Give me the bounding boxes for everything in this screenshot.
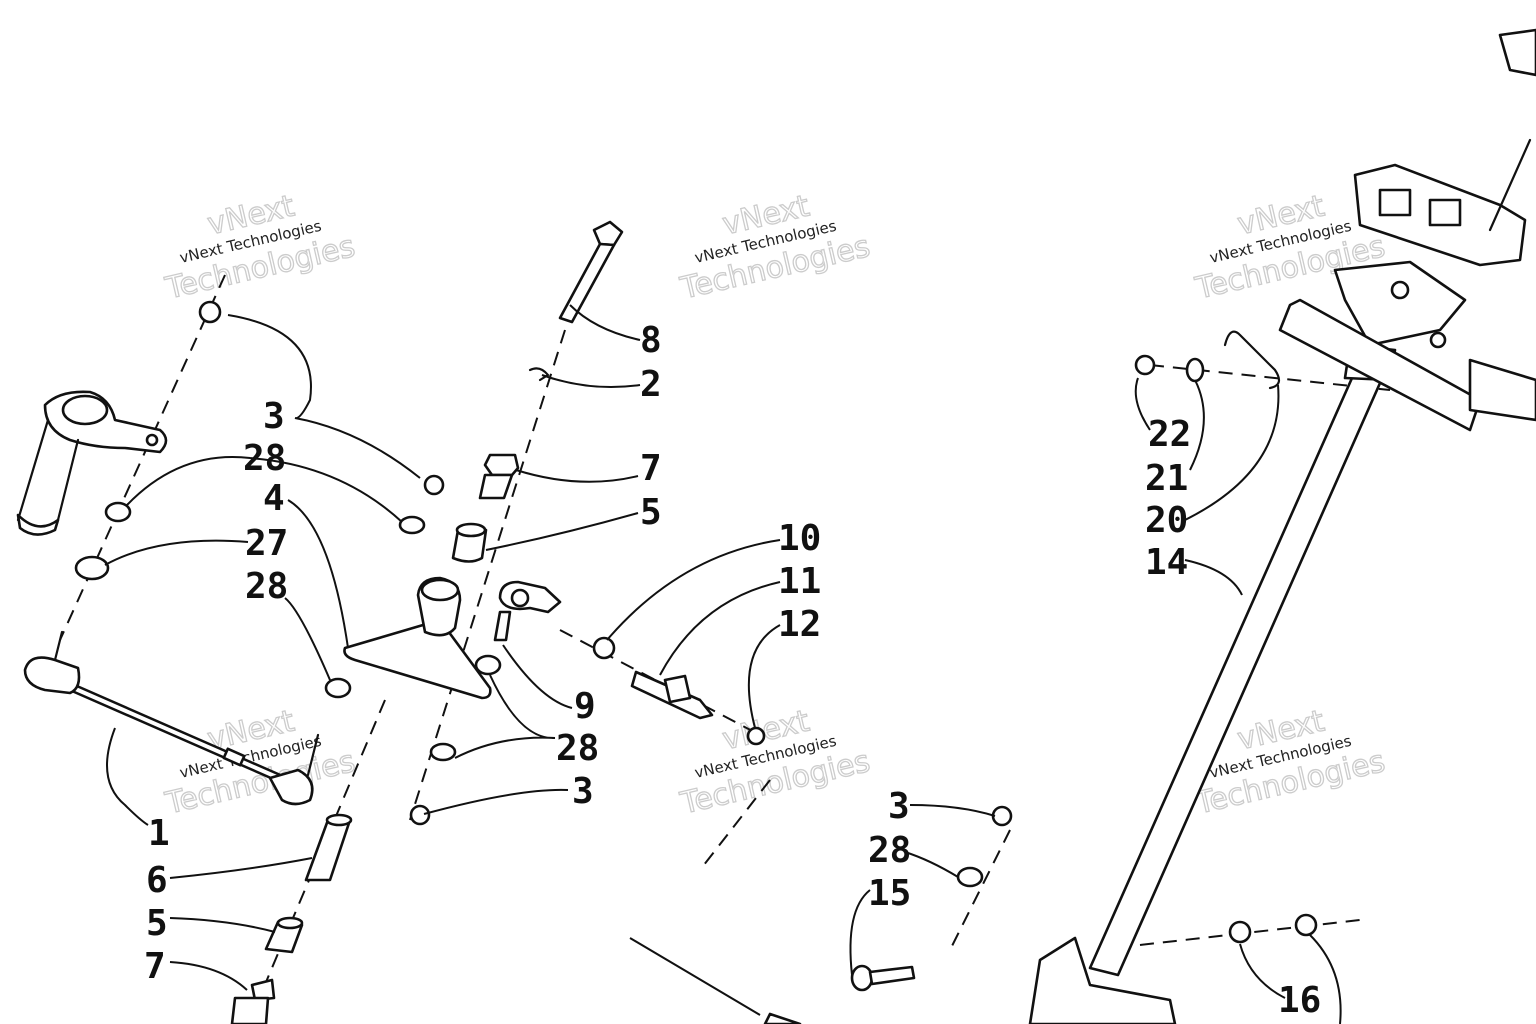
washer: [398, 515, 426, 535]
bracket-edge: [629, 937, 761, 1016]
callout-11: 11: [778, 561, 821, 602]
washer: [324, 677, 352, 699]
callout-22: 22: [1148, 414, 1191, 455]
callout-3: 3: [263, 396, 285, 437]
washer: [104, 501, 132, 523]
washer: [956, 866, 984, 888]
callout-8: 8: [640, 320, 662, 361]
bracket-lower: [763, 1012, 802, 1024]
bolt: [558, 220, 624, 324]
washer: [429, 742, 457, 762]
callout-2: 2: [640, 364, 662, 405]
callout-20: 20: [1145, 500, 1188, 541]
steering-column: [1028, 343, 1397, 1024]
callout-15: 15: [868, 873, 911, 914]
callout-12: 12: [778, 604, 821, 645]
nut: [409, 804, 431, 826]
callout-27: 27: [245, 523, 288, 564]
nut: [746, 726, 766, 746]
pitman-arm-plate: [343, 576, 492, 700]
nut: [991, 805, 1013, 827]
washer: [1185, 357, 1205, 383]
washer: [474, 654, 502, 676]
nut: [1134, 354, 1156, 376]
callout-16: 16: [1278, 980, 1321, 1021]
clevis-bolt: [850, 964, 916, 992]
leader-lines: [104, 304, 1342, 1024]
ball-joint: [493, 580, 562, 642]
spacer-tube: [304, 813, 353, 882]
callout-9: 9: [574, 686, 596, 727]
callout-28: 28: [868, 830, 911, 871]
callout-3: 3: [572, 771, 594, 812]
frame-bracket: [1278, 298, 1536, 432]
lock-nut: [198, 300, 222, 324]
callout-21: 21: [1145, 458, 1188, 499]
callout-28: 28: [245, 566, 288, 607]
adjuster-sleeve: [630, 670, 714, 720]
callout-10: 10: [778, 518, 821, 559]
alignment-lines: [59, 274, 1481, 1021]
cotter-pin: [528, 367, 550, 382]
callout-1: 1: [148, 813, 170, 854]
bushing: [451, 522, 488, 563]
callout-14: 14: [1145, 542, 1188, 583]
castle-nut-lower: [230, 978, 276, 1024]
callout-28: 28: [243, 438, 286, 479]
grip-block: [1498, 28, 1536, 77]
tie-rod: [23, 630, 320, 806]
callout-28: 28: [556, 728, 599, 769]
callout-3: 3: [888, 786, 910, 827]
castle-nut-bushing: [478, 453, 520, 500]
washer: [1228, 920, 1252, 944]
spring-clip: [1223, 330, 1281, 390]
callout-numbers: 8 2 7 5 3 28 4 27 28 10 11 12 9 28 3 1 6…: [144, 320, 1321, 1021]
column-mount-plate: [1333, 260, 1467, 349]
watermark-bottom-left: vNext vNext Technologies Technologies: [161, 703, 359, 822]
spacer-washer: [74, 555, 110, 581]
callout-5: 5: [146, 903, 168, 944]
watermark-top-center: vNext vNext Technologies Technologies: [676, 188, 874, 307]
bushing-lower: [264, 916, 304, 954]
handlebar-clamp: [1353, 138, 1532, 267]
callout-5: 5: [640, 492, 662, 533]
steering-arm: [16, 390, 168, 536]
jam-nut: [592, 636, 616, 660]
nut: [423, 474, 445, 496]
nut: [1294, 913, 1318, 937]
callout-7: 7: [144, 946, 166, 987]
watermark-top-left: vNext vNext Technologies Technologies: [161, 188, 359, 307]
callout-7: 7: [640, 448, 662, 489]
callout-4: 4: [263, 478, 285, 519]
callout-6: 6: [146, 860, 168, 901]
